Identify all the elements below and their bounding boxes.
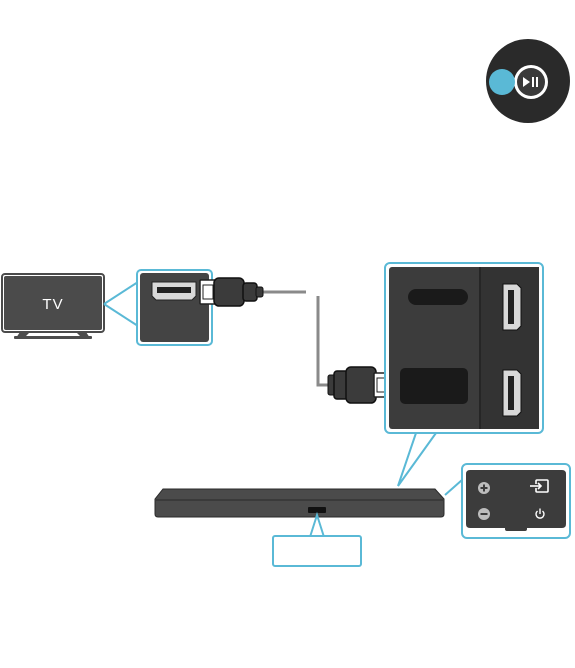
display-callout-line	[309, 511, 325, 538]
highlight-dot	[489, 69, 515, 95]
play-pause-icon	[523, 77, 538, 87]
soundbar-display	[308, 507, 326, 513]
tv-callout-line	[103, 280, 139, 340]
soundbar-rear-panel-inset	[384, 262, 544, 434]
hdmi-port-icon	[151, 281, 197, 301]
hdmi-in-port-icon	[502, 369, 522, 417]
tv-label: TV	[42, 296, 63, 313]
rear-slot-top	[408, 289, 468, 305]
tv: TV	[1, 273, 105, 339]
remote-control-button	[486, 39, 570, 123]
soundbar	[154, 488, 445, 518]
volume-up-icon	[478, 482, 490, 494]
display-callout-box	[272, 535, 362, 567]
volume-down-icon	[478, 508, 490, 520]
hdmi-plug-soundbar-end	[327, 366, 391, 404]
source-input-icon	[530, 479, 549, 493]
tv-stand	[14, 332, 92, 339]
hdmi-cable	[199, 277, 391, 404]
soundbar-buttons-inset	[444, 463, 571, 539]
tv-hdmi-inset	[136, 269, 213, 346]
rear-slot-bottom	[400, 368, 468, 404]
soundbar-callout-line	[397, 432, 437, 487]
hdmi-out-port-icon	[502, 283, 522, 331]
power-icon	[535, 508, 545, 519]
hdmi-plug-tv-end	[199, 277, 264, 307]
